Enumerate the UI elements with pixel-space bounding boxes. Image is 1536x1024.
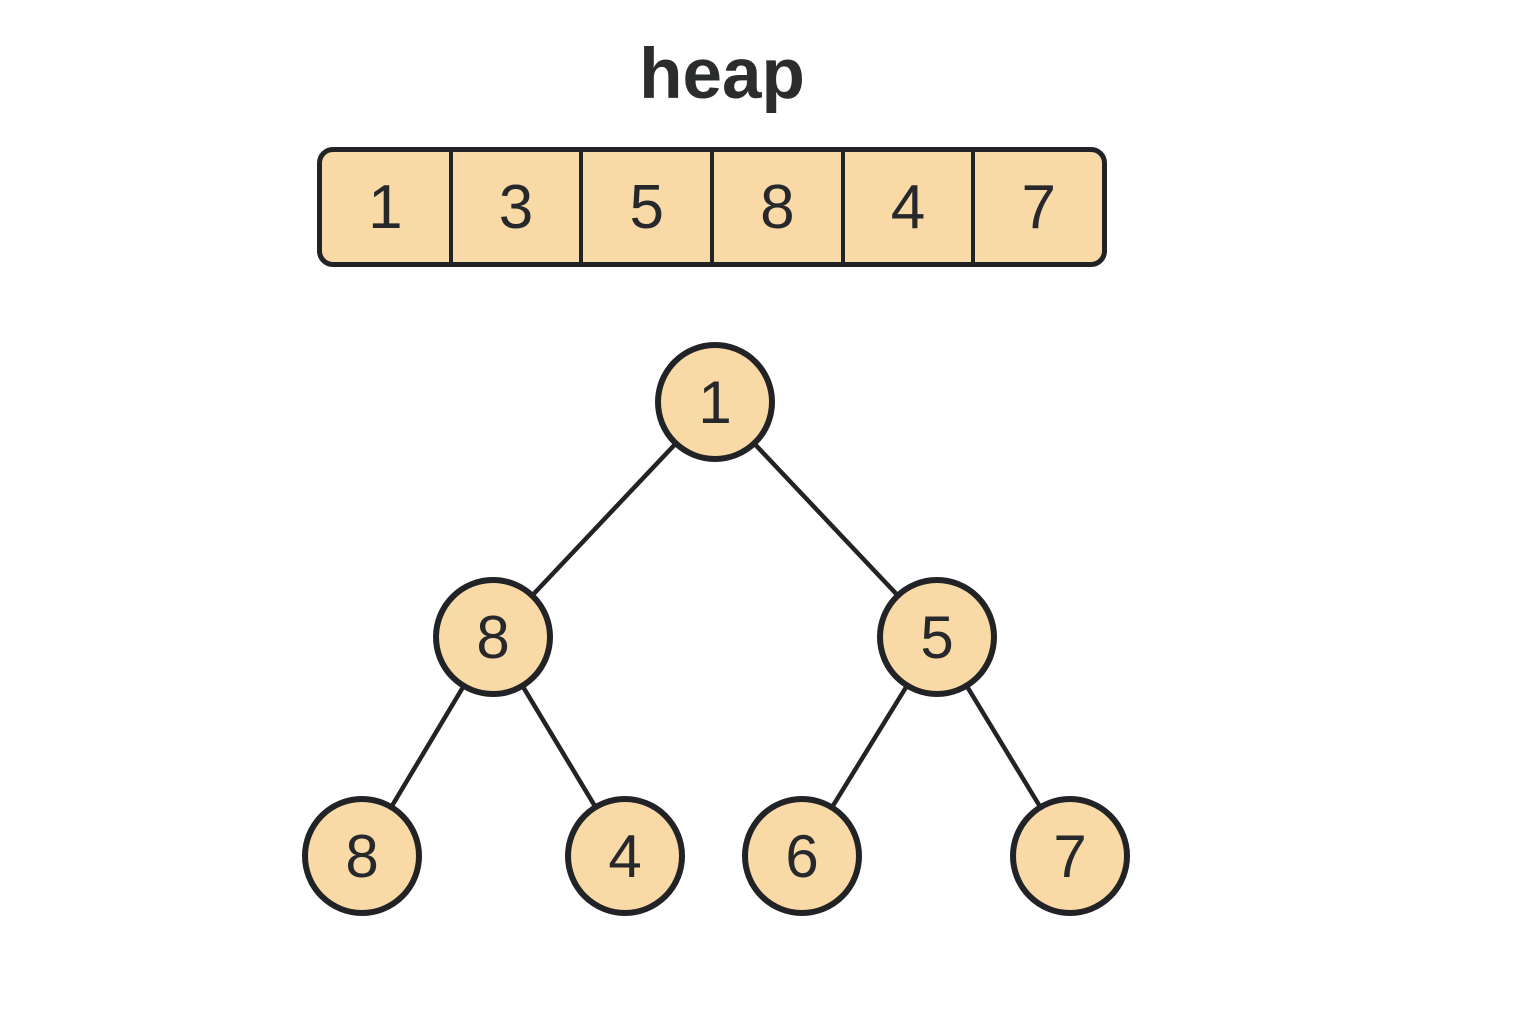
array-cell: 8 [710, 152, 841, 262]
array-cell: 7 [971, 152, 1102, 262]
array-cell: 1 [368, 172, 403, 242]
tree-node: 8 [433, 577, 553, 697]
array-cell: 5 [579, 152, 710, 262]
array-cell: 4 [840, 152, 972, 262]
diagram-title: heap [639, 35, 805, 114]
tree-node: 7 [1010, 796, 1130, 916]
tree-node: 4 [565, 796, 685, 916]
array-cell: 3 [448, 152, 580, 262]
tree-node: 8 [302, 796, 422, 916]
heap-array: 1 3 5 8 4 7 [317, 147, 1107, 267]
tree-node-root: 1 [655, 342, 775, 462]
tree-node: 5 [877, 577, 997, 697]
tree-node: 6 [742, 796, 862, 916]
